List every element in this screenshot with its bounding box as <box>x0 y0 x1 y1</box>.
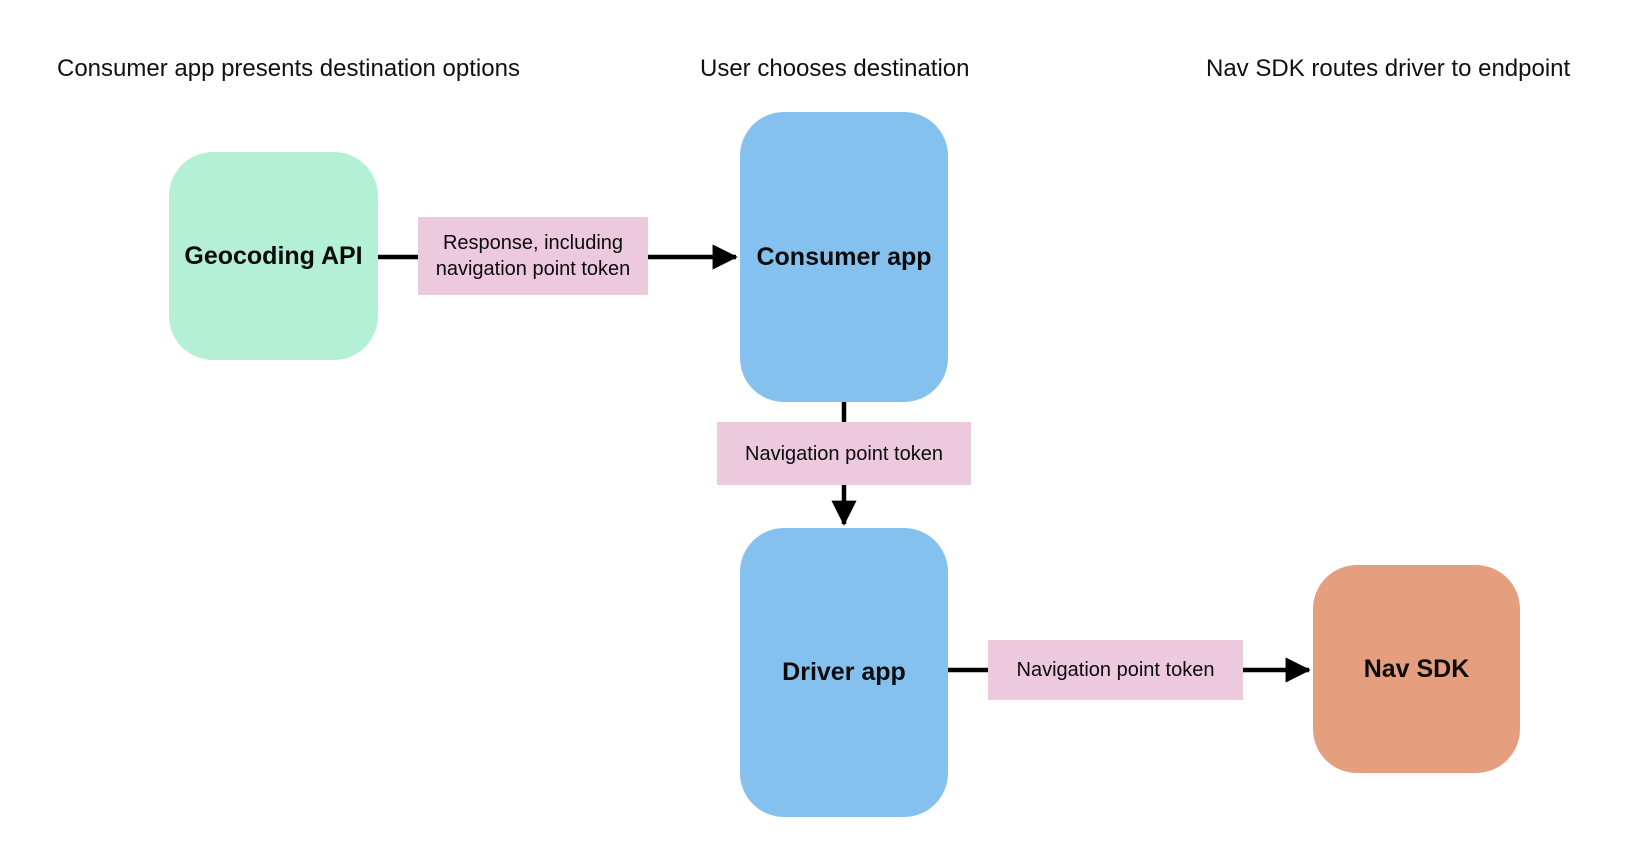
node-driver-app: Driver app <box>740 528 948 817</box>
edge-label-navigation-point-token-2: Navigation point token <box>988 640 1243 700</box>
edge-label-response-including-token: Response, including navigation point tok… <box>418 217 648 295</box>
edge-label-navigation-point-token-1: Navigation point token <box>717 422 971 485</box>
stage-heading-nav-sdk-routes: Nav SDK routes driver to endpoint <box>1206 55 1571 82</box>
node-consumer-app: Consumer app <box>740 112 948 402</box>
node-nav-sdk: Nav SDK <box>1313 565 1520 773</box>
stage-heading-consumer-app-presents: Consumer app presents destination option… <box>57 55 520 82</box>
stage-heading-user-chooses: User chooses destination <box>700 55 970 82</box>
node-geocoding-api: Geocoding API <box>169 152 378 360</box>
